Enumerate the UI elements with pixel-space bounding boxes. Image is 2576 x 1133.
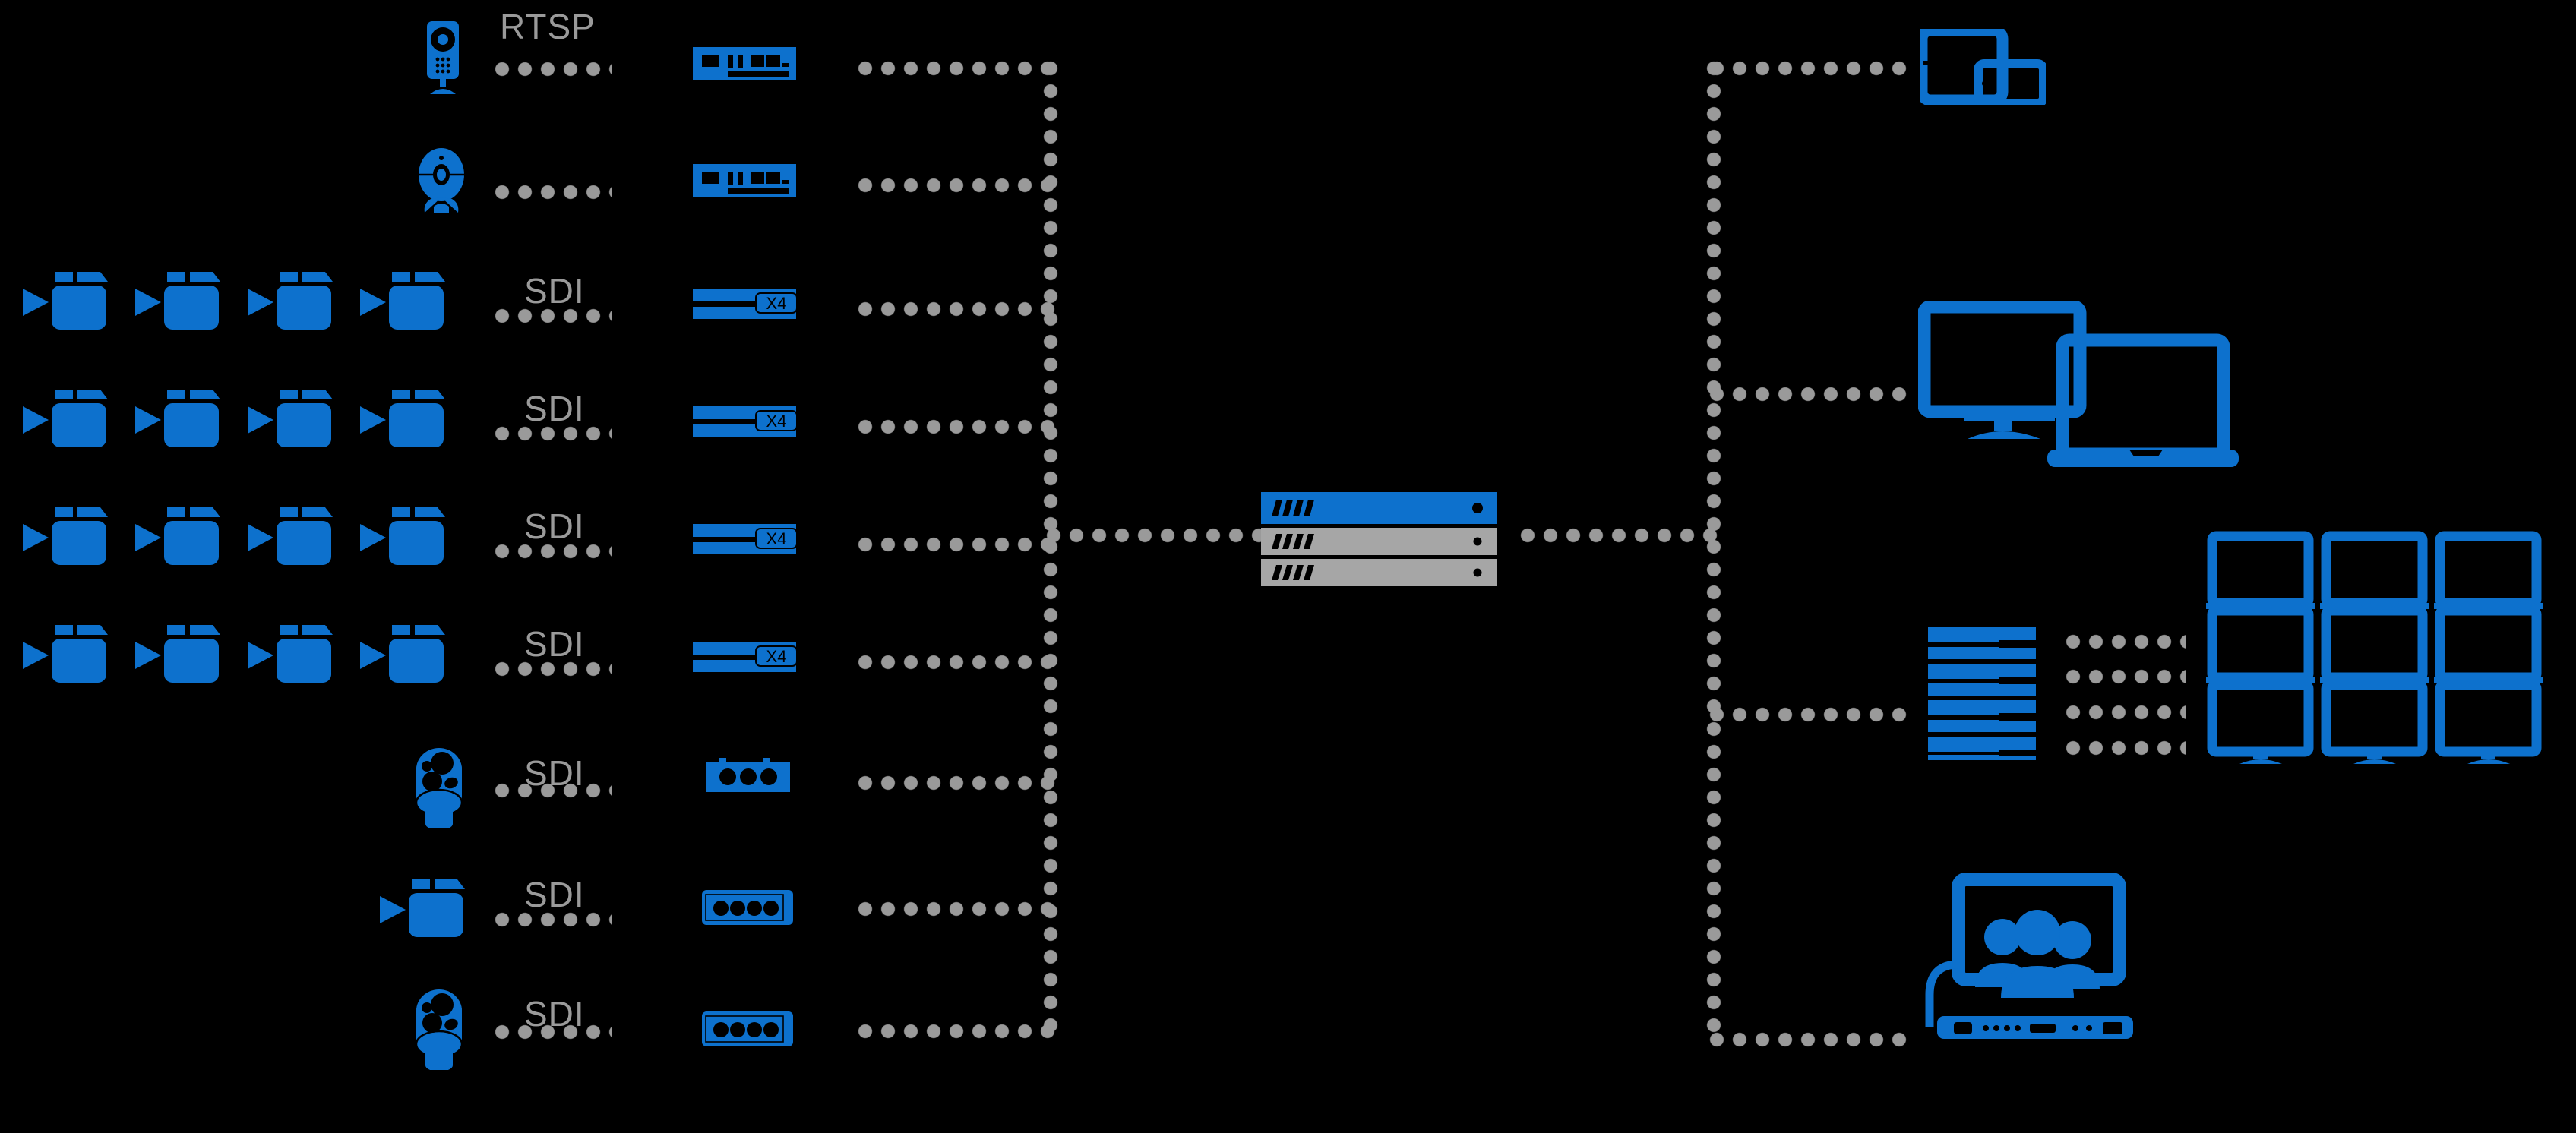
link-source-to-encoder-3 [494, 308, 612, 324]
rack-encoder-icon [693, 47, 796, 80]
desktop-laptop-icon [1918, 301, 2252, 475]
monitor-icon [2435, 605, 2542, 683]
link-encoder-to-bus-6 [857, 654, 1056, 671]
link-decoder-to-wall-3 [2065, 704, 2186, 721]
link-decoder-to-wall-4 [2065, 740, 2186, 756]
ptz-dome-camera-icon [410, 989, 468, 1070]
ptz-dome-camera-icon [410, 748, 468, 828]
link-server-to-right-bus [1519, 527, 1718, 544]
link-source-to-encoder-2 [494, 184, 612, 200]
video-wall [2206, 530, 2548, 765]
encoder-badge-x4: X4 [755, 528, 798, 549]
link-source-to-encoder-1 [494, 61, 612, 77]
decoder-rack-icon [1928, 627, 2036, 760]
link-source-to-encoder-6 [494, 661, 612, 677]
encoder-badge-x4: X4 [755, 645, 798, 667]
tablet-phone-icon [1920, 29, 2046, 105]
protocol-label-sdi-3: SDI [524, 507, 585, 546]
server-stack [1261, 492, 1501, 589]
camcorder-group [23, 390, 494, 449]
link-encoder-to-bus-8 [857, 901, 1056, 917]
link-encoder-to-bus-2 [857, 177, 1056, 194]
link-source-to-encoder-4 [494, 425, 612, 442]
link-source-to-encoder-7 [494, 782, 612, 799]
encoder-badge-x4: X4 [755, 292, 798, 314]
four-port-encoder-icon [702, 1010, 793, 1049]
encoder-badge-x4: X4 [755, 410, 798, 431]
monitor-icon [2435, 680, 2542, 757]
link-bus-to-desktop [1708, 386, 1910, 402]
monitor-icon [2207, 531, 2314, 608]
link-bus-to-decoder-rack [1708, 706, 1910, 723]
monitor-icon [2207, 680, 2314, 757]
link-left-bus-to-server [1045, 527, 1266, 544]
link-encoder-to-bus-3 [857, 301, 1056, 317]
ip-camera-icon [416, 21, 469, 94]
camcorder-group [23, 625, 494, 684]
protocol-label-sdi-6: SDI [524, 875, 585, 914]
monitor-icon [2207, 605, 2314, 683]
link-encoder-to-bus-9 [857, 1023, 1056, 1040]
webcam-icon [414, 144, 469, 213]
left-network-bus [1042, 60, 1059, 1040]
protocol-label-rtsp: RTSP [500, 7, 596, 46]
link-bus-to-conference [1708, 1031, 1910, 1048]
protocol-label-sdi-2: SDI [524, 389, 585, 428]
three-port-encoder-icon [706, 756, 790, 792]
link-bus-to-mobile [1708, 60, 1910, 77]
monitor-icon [2435, 531, 2542, 608]
monitor-icon [2321, 605, 2428, 683]
link-decoder-to-wall-2 [2065, 668, 2186, 685]
link-decoder-to-wall-1 [2065, 633, 2186, 650]
link-source-to-encoder-8 [494, 911, 612, 928]
link-source-to-encoder-5 [494, 543, 612, 560]
link-encoder-to-bus-1 [857, 60, 1056, 77]
video-conference-icon [1914, 873, 2142, 1042]
link-encoder-to-bus-5 [857, 536, 1056, 553]
link-encoder-to-bus-7 [857, 775, 1056, 791]
camcorder-group [23, 507, 494, 566]
protocol-label-sdi-4: SDI [524, 624, 585, 664]
camcorder-group [23, 272, 494, 331]
link-encoder-to-bus-4 [857, 418, 1056, 435]
four-port-encoder-icon [702, 888, 793, 928]
rack-encoder-icon [693, 164, 796, 197]
link-source-to-encoder-9 [494, 1024, 612, 1040]
protocol-label-sdi-1: SDI [524, 271, 585, 311]
camcorder-icon [380, 879, 479, 939]
right-network-bus [1705, 60, 1722, 1040]
monitor-icon [2321, 531, 2428, 608]
monitor-icon [2321, 680, 2428, 757]
